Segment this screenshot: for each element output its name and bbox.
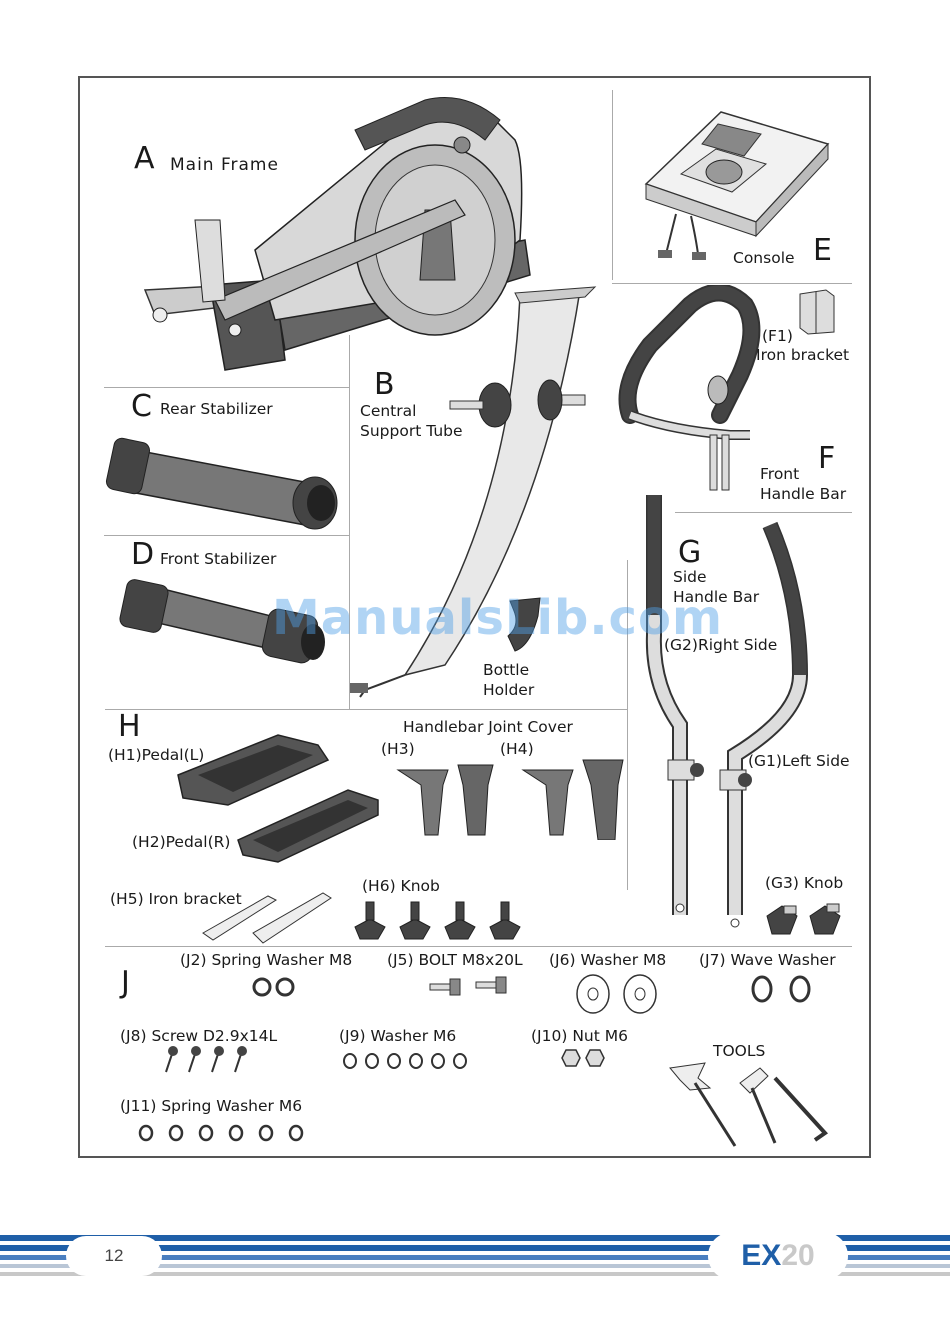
part-c-letter: C (131, 389, 152, 424)
part-f1-name: Iron bracket (756, 346, 850, 364)
part-g-line1: Side (673, 568, 707, 586)
part-g2-name: (G2)Right Side (664, 636, 778, 654)
part-d-letter: D (131, 537, 155, 572)
part-f-line1: Front (760, 465, 800, 483)
side-handle-bars-illustration (640, 485, 840, 930)
main-frame-illustration (125, 90, 545, 385)
part-h4-code: (H4) (500, 740, 534, 758)
front-handle-bar-illustration (610, 285, 780, 500)
h6-knobs-illustration (350, 897, 530, 942)
divider (612, 90, 613, 280)
part-h5-name: (H5) Iron bracket (110, 890, 242, 908)
part-f-line2: Handle Bar (760, 485, 847, 503)
divider (104, 535, 350, 536)
part-e-name: Console (733, 249, 795, 267)
j6-washers (575, 972, 665, 1016)
g3-knob-illustration (762, 898, 852, 938)
j5-bolts (428, 976, 513, 1002)
j11-spring-washers (136, 1122, 308, 1144)
part-f1-code: (F1) (762, 327, 793, 345)
part-j2-name: (J2) Spring Washer M8 (180, 951, 353, 969)
part-f-letter: F (818, 441, 836, 476)
divider (104, 387, 350, 388)
rear-stabilizer-illustration (105, 425, 345, 535)
part-c-name: Rear Stabilizer (160, 400, 273, 418)
divider (105, 709, 627, 710)
divider (105, 946, 852, 947)
page-number: 12 (66, 1236, 162, 1276)
footer-stripe (0, 1255, 950, 1260)
divider (675, 512, 852, 513)
central-support-tube-illustration (345, 235, 615, 705)
footer-stripe (0, 1245, 950, 1251)
part-j6-name: (J6) Washer M8 (549, 951, 667, 969)
part-j9-name: (J9) Washer M6 (339, 1027, 457, 1045)
part-d-name: Front Stabilizer (160, 550, 277, 568)
j8-screws (158, 1046, 248, 1076)
pedals-illustration (168, 730, 383, 870)
part-j-letter: J (121, 965, 130, 1000)
watermark: ManualsLib.com (272, 590, 723, 646)
part-h6-name: (H6) Knob (362, 877, 440, 895)
front-stabilizer-illustration (115, 572, 335, 672)
part-h1-name: (H1)Pedal(L) (108, 746, 205, 764)
part-j5-name: (J5) BOLT M8x20L (387, 951, 523, 969)
console-illustration (636, 104, 836, 274)
part-bottle-line2: Holder (483, 681, 535, 699)
divider (349, 335, 350, 710)
part-g1-name: (G1)Left Side (748, 752, 850, 770)
parts-frame (78, 76, 871, 1158)
divider (612, 283, 852, 284)
divider (627, 560, 628, 890)
j9-washers (340, 1050, 470, 1072)
part-h-cover: Handlebar Joint Cover (403, 718, 573, 736)
part-j8-name: (J8) Screw D2.9x14L (120, 1027, 278, 1045)
tools-illustration (660, 1058, 835, 1153)
part-a-name: Main Frame (170, 155, 279, 175)
footer-stripe (0, 1235, 950, 1241)
part-h-letter: H (118, 709, 141, 744)
j10-nuts (559, 1047, 609, 1069)
part-h2-name: (H2)Pedal(R) (132, 833, 231, 851)
bottle-holder-illustration (500, 596, 550, 656)
joint-covers-illustration (393, 755, 628, 840)
part-j7-name: (J7) Wave Washer (699, 951, 836, 969)
part-a-letter: A (134, 141, 155, 176)
part-b-line2: Support Tube (360, 422, 463, 440)
j2-spring-washers (252, 976, 298, 998)
part-g-letter: G (678, 535, 702, 570)
part-e-letter: E (813, 233, 832, 268)
part-g3-name: (G3) Knob (765, 874, 844, 892)
j7-wave-washers (750, 974, 815, 1004)
part-j11-name: (J11) Spring Washer M6 (120, 1097, 303, 1115)
footer-stripe (0, 1272, 950, 1276)
h5-iron-brackets-illustration (198, 888, 338, 948)
part-j10-name: (J10) Nut M6 (531, 1027, 628, 1045)
model-name-b: 20 (781, 1239, 815, 1272)
footer-stripe (0, 1264, 950, 1268)
part-g-line2: Handle Bar (673, 588, 760, 606)
part-h3-code: (H3) (381, 740, 415, 758)
part-bottle-line1: Bottle (483, 661, 530, 679)
part-tools-name: TOOLS (713, 1042, 766, 1060)
part-b-line1: Central (360, 402, 417, 420)
iron-bracket-f1-illustration (796, 288, 838, 336)
part-b-letter: B (374, 367, 395, 402)
model-name-a: EX (741, 1239, 782, 1272)
